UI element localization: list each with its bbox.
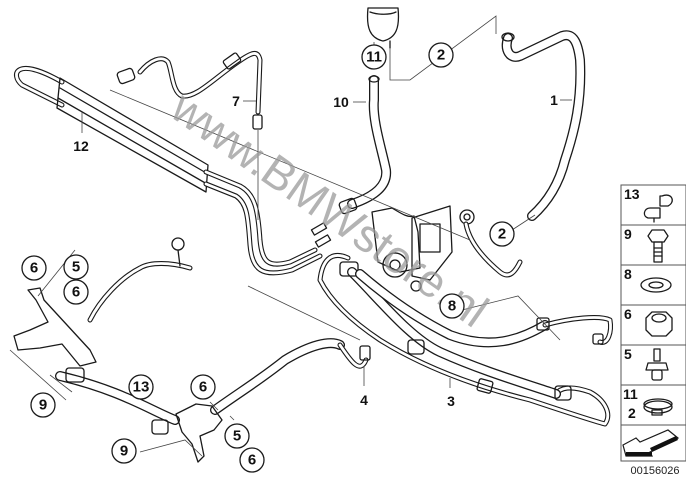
line-part-4[interactable] (55, 237, 371, 425)
svg-text:12: 12 (73, 138, 89, 154)
callout-1[interactable]: 1 (550, 92, 572, 108)
leader-lines (9, 15, 561, 457)
hose-clamp-icon (643, 398, 673, 416)
legend-item-8[interactable]: 8 (624, 266, 672, 293)
hose-part-7[interactable] (116, 51, 263, 130)
callout-13[interactable]: 13 (128, 374, 154, 400)
diagram-id: 00156026 (631, 465, 680, 477)
legend-item-5[interactable]: 5 (624, 346, 669, 381)
svg-text:11: 11 (623, 386, 638, 402)
reservoir (366, 7, 400, 49)
svg-text:11: 11 (366, 49, 382, 66)
callout-6-left-lower[interactable]: 6 (63, 279, 89, 305)
svg-text:13: 13 (133, 379, 150, 396)
bracket-left[interactable] (13, 287, 97, 383)
svg-text:8: 8 (448, 298, 456, 315)
callout-2-top[interactable]: 2 (428, 42, 454, 68)
legend-item-direction (622, 429, 680, 457)
callout-6-right-lower[interactable]: 6 (239, 447, 265, 473)
stud-bolt-icon (645, 348, 669, 381)
svg-text:9: 9 (624, 226, 632, 242)
callout-3[interactable]: 3 (447, 378, 455, 409)
callout-5-left[interactable]: 5 (63, 254, 89, 280)
return-hose-part-8[interactable] (355, 269, 613, 348)
pressure-hose-part-3[interactable] (317, 253, 611, 427)
svg-text:3: 3 (447, 393, 455, 409)
legend-item-9[interactable]: 9 (624, 226, 669, 263)
hose-part-10[interactable] (338, 75, 392, 215)
svg-text:9: 9 (39, 397, 47, 414)
oil-cooler-part-12[interactable] (13, 66, 332, 276)
svg-text:13: 13 (624, 186, 640, 202)
callout-6-right-upper[interactable]: 6 (190, 374, 216, 400)
svg-text:6: 6 (30, 260, 38, 277)
washer-icon (640, 277, 672, 293)
svg-text:5: 5 (72, 259, 80, 276)
legend-panel: 13 9 8 6 (620, 184, 686, 477)
svg-text:8: 8 (624, 266, 632, 282)
svg-text:7: 7 (232, 93, 240, 109)
callouts: 1 2 2 3 4 5 5 6 (21, 42, 572, 473)
svg-text:6: 6 (72, 284, 80, 301)
svg-text:9: 9 (120, 443, 128, 460)
hex-nut-icon (645, 311, 673, 337)
hose-clamp-bracket-icon (643, 194, 673, 223)
legend-item-13[interactable]: 13 (624, 186, 673, 223)
svg-text:5: 5 (233, 428, 241, 445)
svg-text:6: 6 (199, 379, 207, 396)
callout-11[interactable]: 11 (361, 44, 387, 70)
front-direction-arrow-icon (622, 429, 680, 457)
callout-9-right[interactable]: 9 (111, 438, 137, 464)
svg-text:10: 10 (333, 94, 349, 110)
callout-7[interactable]: 7 (232, 93, 256, 109)
callout-6-left-upper[interactable]: 6 (21, 255, 47, 281)
hex-bolt-icon (647, 229, 669, 263)
svg-text:2: 2 (437, 47, 445, 64)
svg-text:6: 6 (248, 452, 256, 469)
svg-text:1: 1 (550, 92, 558, 108)
callout-4[interactable]: 4 (360, 366, 368, 408)
svg-text:5: 5 (624, 346, 632, 362)
svg-text:2: 2 (628, 405, 636, 421)
callout-9-left[interactable]: 9 (30, 392, 56, 418)
power-steering-pump[interactable] (371, 205, 453, 292)
callout-2-mid[interactable]: 2 (489, 221, 515, 247)
svg-text:4: 4 (360, 392, 368, 408)
union-fitting (459, 209, 523, 278)
callout-10[interactable]: 10 (333, 94, 366, 110)
callout-12[interactable]: 12 (73, 112, 89, 154)
callout-8[interactable]: 8 (439, 293, 465, 319)
svg-text:2: 2 (498, 226, 506, 243)
legend-item-11-2[interactable]: 11 2 (623, 386, 673, 421)
callout-5-right[interactable]: 5 (224, 423, 250, 449)
hose-part-1[interactable] (501, 30, 586, 221)
bracket-right[interactable] (151, 403, 223, 463)
svg-text:6: 6 (624, 306, 632, 322)
legend-item-6[interactable]: 6 (624, 306, 673, 337)
